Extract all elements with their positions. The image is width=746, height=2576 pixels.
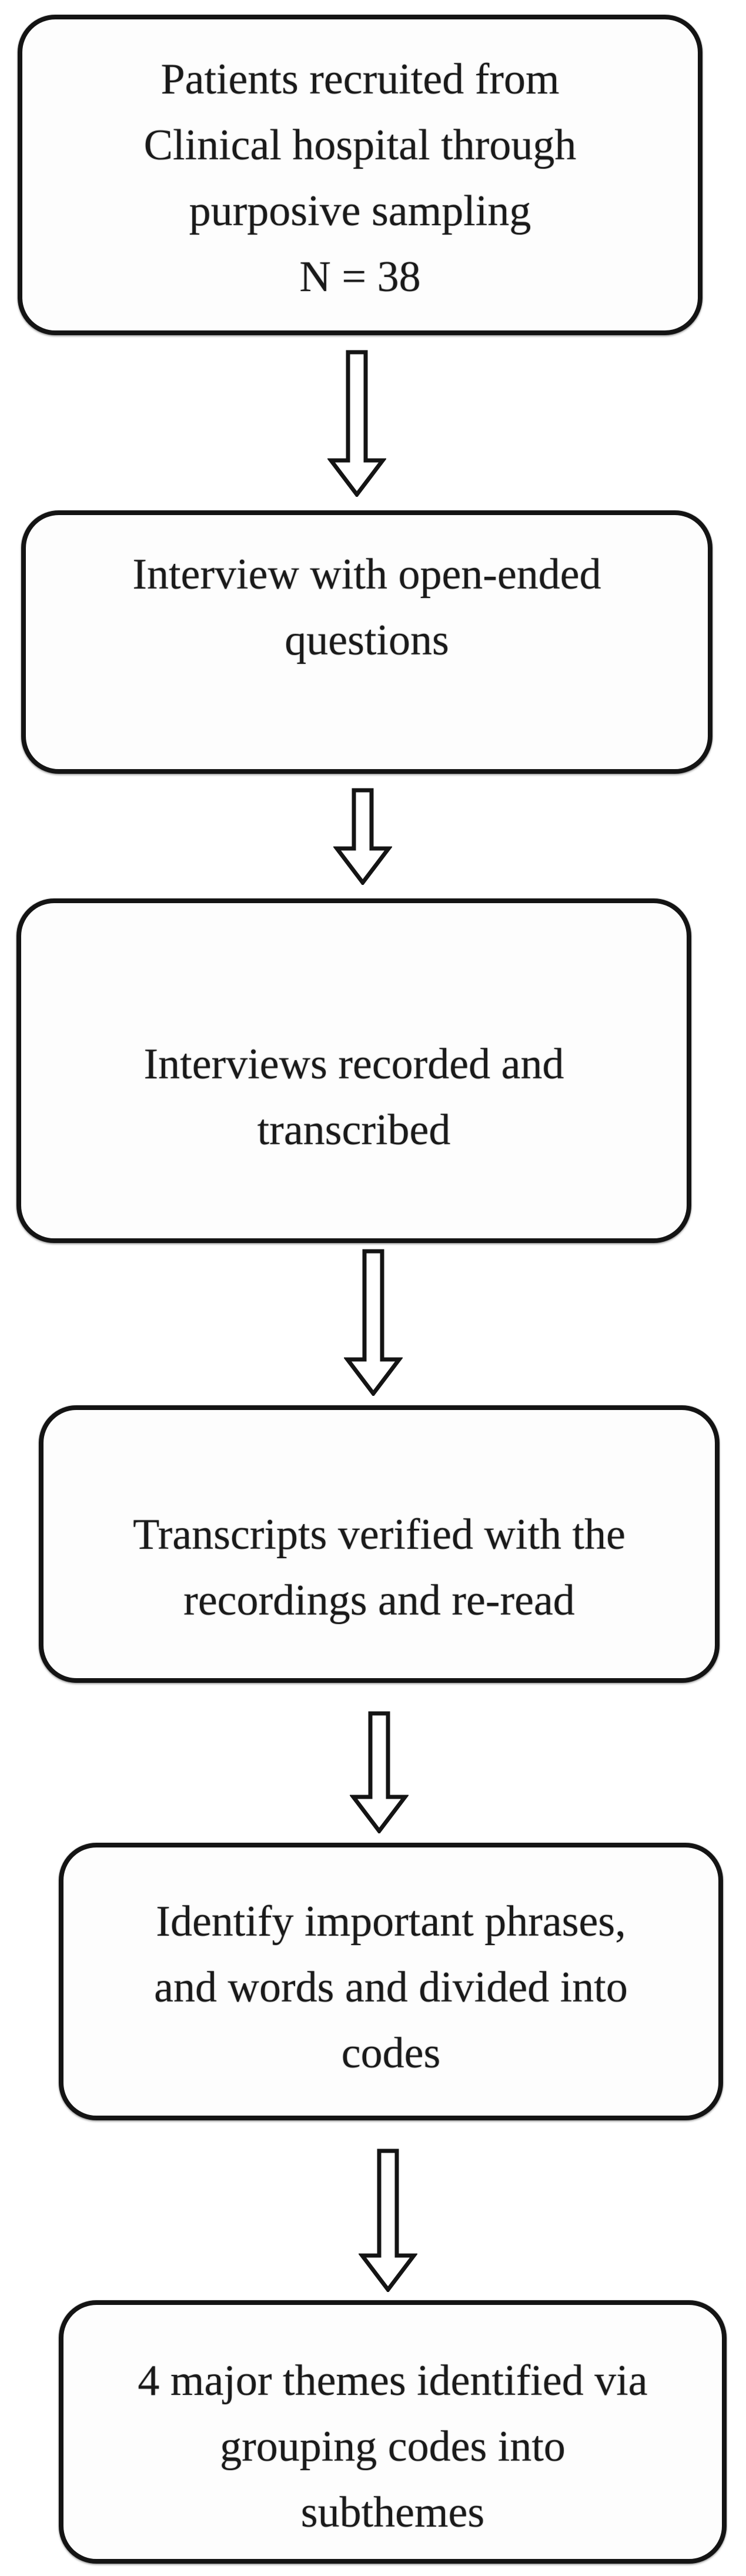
- step-text-line: N = 38: [299, 252, 421, 301]
- step-text-line: transcribed: [257, 1106, 451, 1154]
- step-text: Interview with open-ended questions: [26, 542, 708, 673]
- step-text-line: and words and divided into: [154, 1963, 628, 2012]
- step-text: Identify important phrases, and words an…: [63, 1889, 718, 2086]
- step-text: Interviews recorded and transcribed: [21, 1031, 687, 1163]
- step-text: 4 major themes identified via grouping c…: [63, 2348, 722, 2545]
- down-arrow-icon: [327, 350, 386, 497]
- step-text-line: questions: [285, 616, 449, 664]
- down-arrow-icon: [350, 1711, 409, 1833]
- down-arrow-icon: [333, 788, 392, 885]
- step-text-line: Interview with open-ended: [132, 550, 601, 599]
- step-text: Transcripts verified with the recordings…: [44, 1502, 715, 1633]
- flow-step-verification: Transcripts verified with the recordings…: [39, 1405, 720, 1683]
- down-arrow-icon: [359, 2149, 417, 2292]
- step-text-line: Clinical hospital through: [143, 121, 577, 169]
- step-text-line: grouping codes into: [220, 2423, 566, 2471]
- flow-step-coding: Identify important phrases, and words an…: [59, 1843, 723, 2120]
- step-text-line: purposive sampling: [189, 186, 531, 235]
- down-arrow-icon: [344, 1249, 403, 1396]
- step-text-line: codes: [341, 2029, 441, 2077]
- step-text-line: Transcripts verified with the: [133, 1511, 625, 1559]
- step-text: Patients recruited from Clinical hospita…: [22, 46, 698, 310]
- flow-step-recruitment: Patients recruited from Clinical hospita…: [18, 15, 702, 335]
- step-text-line: Interviews recorded and: [143, 1040, 564, 1088]
- step-text-line: subthemes: [300, 2488, 485, 2537]
- step-text-line: Patients recruited from: [160, 55, 560, 103]
- step-text-line: recordings and re-read: [183, 1576, 575, 1625]
- step-text-line: Identify important phrases,: [156, 1897, 626, 1946]
- step-text-line: 4 major themes identified via: [138, 2357, 648, 2405]
- flow-step-themes: 4 major themes identified via grouping c…: [59, 2300, 727, 2564]
- flow-step-recording: Interviews recorded and transcribed: [16, 898, 691, 1243]
- flow-step-interview: Interview with open-ended questions: [21, 510, 712, 774]
